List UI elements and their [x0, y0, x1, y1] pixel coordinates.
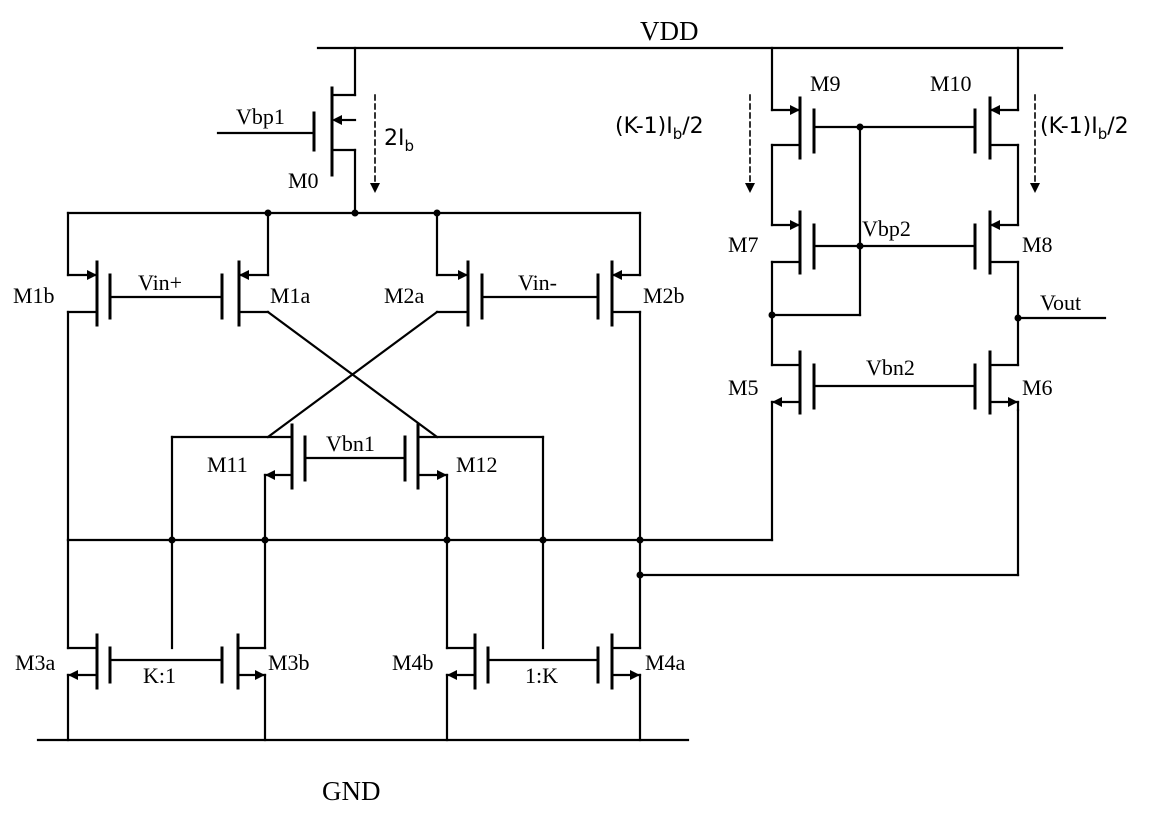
current-arrow-right: [1030, 94, 1040, 193]
m2b-label: M2b: [643, 283, 685, 308]
vdd-label: VDD: [640, 16, 699, 46]
transistor-m2b: [596, 211, 642, 577]
transistor-m10: [973, 46, 1020, 227]
transistor-m7: [770, 210, 816, 367]
transistor-m1b: [66, 211, 112, 542]
tail-current-label: 2Ib: [384, 126, 414, 155]
vin-plus-label: Vin+: [138, 270, 182, 295]
transistor-m2a: [435, 211, 484, 327]
m4b-label: M4b: [392, 650, 434, 675]
transistor-m9: [770, 46, 816, 227]
m4a-label: M4a: [645, 650, 686, 675]
m11-label: M11: [207, 452, 248, 477]
transistor-m4b: [445, 538, 490, 742]
m10-label: M10: [930, 71, 972, 96]
m3a-label: M3a: [15, 650, 56, 675]
transistor-m1a: [220, 211, 270, 327]
vbn2-label: Vbn2: [866, 355, 915, 380]
transistor-m3a: [66, 538, 112, 742]
current-arrow-left: [745, 94, 755, 193]
vbn1-label: Vbn1: [326, 431, 375, 456]
m7-label: M7: [728, 232, 759, 257]
transistor-m3b: [220, 538, 267, 742]
transistor-m8: [973, 210, 1020, 367]
transistor-m4a: [596, 573, 642, 742]
m1a-label: M1a: [270, 283, 311, 308]
vbp1-label: Vbp1: [236, 104, 285, 129]
vbp2-label: Vbp2: [862, 216, 911, 241]
m8-label: M8: [1022, 232, 1053, 257]
branch-current-right-label: (K-1)Ib/2: [1040, 114, 1129, 143]
ratio-m4-label: 1:K: [525, 663, 558, 688]
transistor-m0: [216, 46, 357, 215]
vout-label: Vout: [1040, 290, 1081, 315]
m0-label: M0: [288, 168, 319, 193]
m2a-label: M2a: [384, 283, 425, 308]
current-arrow-tail: [370, 94, 380, 193]
transistor-m5: [770, 350, 816, 415]
m5-label: M5: [728, 375, 759, 400]
m6-label: M6: [1022, 375, 1053, 400]
vin-minus-label: Vin-: [518, 270, 557, 295]
m1b-label: M1b: [13, 283, 55, 308]
junction-dots: [168, 123, 1022, 579]
m3b-label: M3b: [268, 650, 310, 675]
ratio-m3-label: K:1: [143, 663, 176, 688]
m12-label: M12: [456, 452, 498, 477]
transistor-m6: [973, 350, 1020, 415]
m9-label: M9: [810, 71, 841, 96]
branch-current-left-label: (K-1)Ib/2: [615, 114, 704, 143]
gnd-label: GND: [322, 776, 381, 806]
